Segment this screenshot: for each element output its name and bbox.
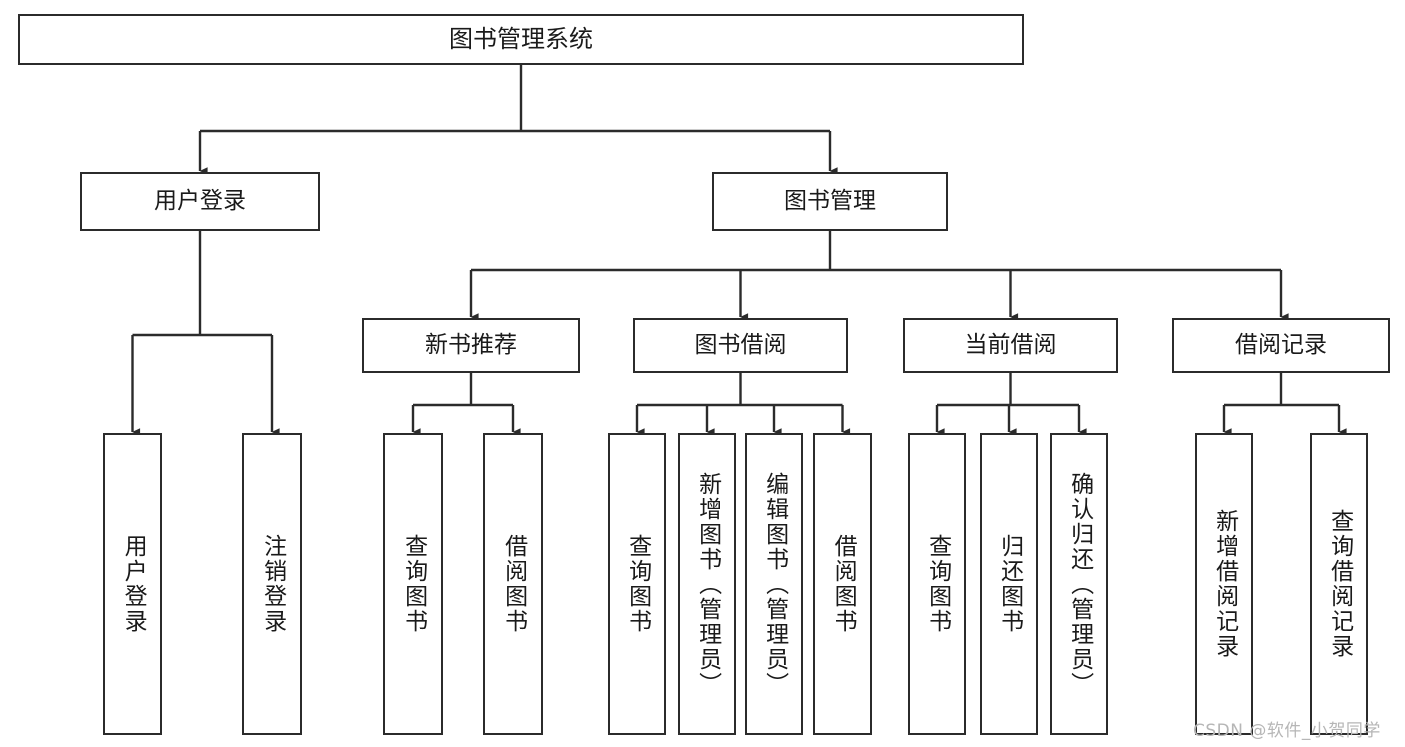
node-label: 用户登录	[120, 534, 147, 634]
node-label: 图书借阅	[694, 331, 787, 358]
node-leaf-user-login[interactable]: 用户登录	[103, 433, 162, 735]
node-label: 借阅记录	[1235, 331, 1327, 358]
node-label: 新书推荐	[425, 331, 517, 358]
node-label: 当前借阅	[964, 331, 1057, 358]
node-leaf-query-book-1[interactable]: 查询图书	[383, 433, 443, 735]
node-label: 查询借阅记录	[1326, 509, 1353, 659]
node-leaf-query-book-2[interactable]: 查询图书	[608, 433, 666, 735]
node-leaf-query-record[interactable]: 查询借阅记录	[1310, 433, 1368, 735]
node-leaf-logout[interactable]: 注销登录	[242, 433, 302, 735]
node-label: 借阅图书	[500, 534, 527, 634]
node-leaf-borrow-book-2[interactable]: 借阅图书	[813, 433, 872, 735]
node-label: 用户登录	[154, 187, 246, 214]
node-book-manage[interactable]: 图书管理	[712, 172, 948, 231]
node-user-login[interactable]: 用户登录	[80, 172, 320, 231]
watermark-text: CSDN @软件_小贺同学	[1193, 721, 1381, 741]
node-label: 注销登录	[259, 534, 286, 634]
node-leaf-add-record[interactable]: 新增借阅记录	[1195, 433, 1253, 735]
node-label: 图书管理	[784, 187, 876, 214]
node-leaf-edit-book[interactable]: 编辑图书（管理员）	[745, 433, 803, 735]
node-label: 归还图书	[996, 534, 1023, 634]
node-root[interactable]: 图书管理系统	[18, 14, 1024, 65]
node-current-borrow[interactable]: 当前借阅	[903, 318, 1118, 373]
node-label: 图书管理系统	[449, 25, 593, 54]
node-label: 新增图书（管理员）	[694, 471, 721, 697]
edge-group	[131, 65, 1347, 436]
node-label: 新增借阅记录	[1211, 509, 1238, 659]
node-leaf-borrow-book-1[interactable]: 借阅图书	[483, 433, 543, 735]
node-borrow-record[interactable]: 借阅记录	[1172, 318, 1390, 373]
node-new-book-rec[interactable]: 新书推荐	[362, 318, 580, 373]
node-label: 查询图书	[624, 534, 651, 634]
node-book-borrow[interactable]: 图书借阅	[633, 318, 848, 373]
node-leaf-confirm-return[interactable]: 确认归还（管理员）	[1050, 433, 1108, 735]
node-leaf-query-book-3[interactable]: 查询图书	[908, 433, 966, 735]
node-label: 查询图书	[924, 534, 951, 634]
node-label: 借阅图书	[830, 534, 857, 634]
node-leaf-return-book[interactable]: 归还图书	[980, 433, 1038, 735]
node-leaf-add-book[interactable]: 新增图书（管理员）	[678, 433, 736, 735]
node-label: 编辑图书（管理员）	[761, 471, 788, 697]
node-label: 查询图书	[400, 534, 427, 634]
node-label: 确认归还（管理员）	[1066, 471, 1093, 697]
